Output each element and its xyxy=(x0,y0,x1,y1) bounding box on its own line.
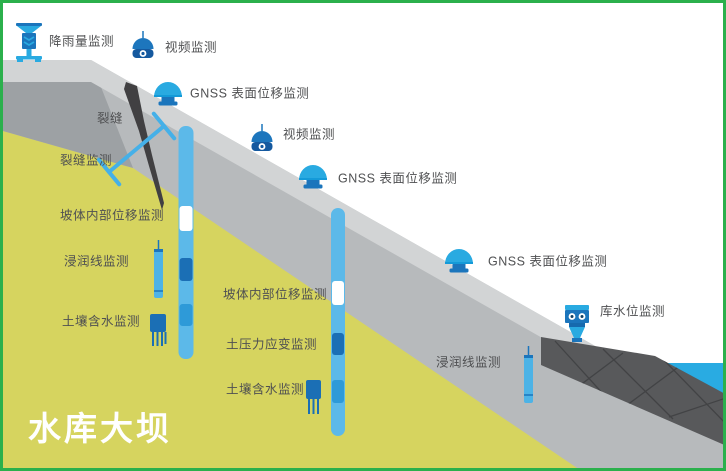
reservoir-water xyxy=(664,363,723,393)
label-video-monitoring-1: 视频监测 xyxy=(165,40,218,55)
label-slope-internal-mid: 坡体内部位移监测 xyxy=(223,287,328,302)
inclinometer-borehole-icon xyxy=(331,208,345,436)
gnss-receiver-icon xyxy=(299,165,327,189)
piezometer-icon xyxy=(524,346,533,403)
label-gnss-monitoring-1: GNSS 表面位移监测 xyxy=(190,86,310,101)
label-crack: 裂缝 xyxy=(97,111,124,126)
label-video-monitoring-2: 视频监测 xyxy=(283,127,336,142)
dam-soil-body xyxy=(3,131,578,468)
label-phreatic-left: 浸润线监测 xyxy=(64,254,130,269)
label-rainfall-monitoring: 降雨量监测 xyxy=(49,34,115,49)
crack-shape xyxy=(124,82,164,210)
ptz-camera-icon xyxy=(251,124,273,151)
label-phreatic-right: 浸润线监测 xyxy=(436,355,502,370)
inclinometer-borehole-icon xyxy=(178,126,194,359)
label-slope-internal-left: 坡体内部位移监测 xyxy=(60,208,165,223)
label-soil-pressure-monitoring: 土压力应变监测 xyxy=(226,337,318,352)
piezometer-icon xyxy=(154,240,163,298)
rain-gauge-icon xyxy=(16,23,42,62)
label-crack-monitoring: 裂缝监测 xyxy=(60,153,113,168)
gnss-receiver-icon xyxy=(445,249,473,273)
diagram-title: 水库大坝 xyxy=(28,410,172,447)
crack-meter-icon xyxy=(96,111,177,187)
label-soil-moisture-mid: 土壤含水监测 xyxy=(226,382,305,397)
label-gnss-monitoring-3: GNSS 表面位移监测 xyxy=(488,254,608,269)
terrain-svg xyxy=(3,23,723,468)
soil-moisture-sensor-icon xyxy=(150,314,167,346)
radar-level-sensor-icon xyxy=(565,305,589,342)
label-soil-moisture-left: 土壤含水监测 xyxy=(62,314,141,329)
crest-shadow-face xyxy=(3,82,133,168)
ptz-camera-icon xyxy=(132,31,154,58)
soil-moisture-sensor-icon xyxy=(306,380,321,414)
label-gnss-monitoring-2: GNSS 表面位移监测 xyxy=(338,171,458,186)
label-water-level-monitoring: 库水位监测 xyxy=(600,304,666,319)
gnss-receiver-icon xyxy=(154,82,182,106)
riprap-berm xyxy=(541,337,723,445)
